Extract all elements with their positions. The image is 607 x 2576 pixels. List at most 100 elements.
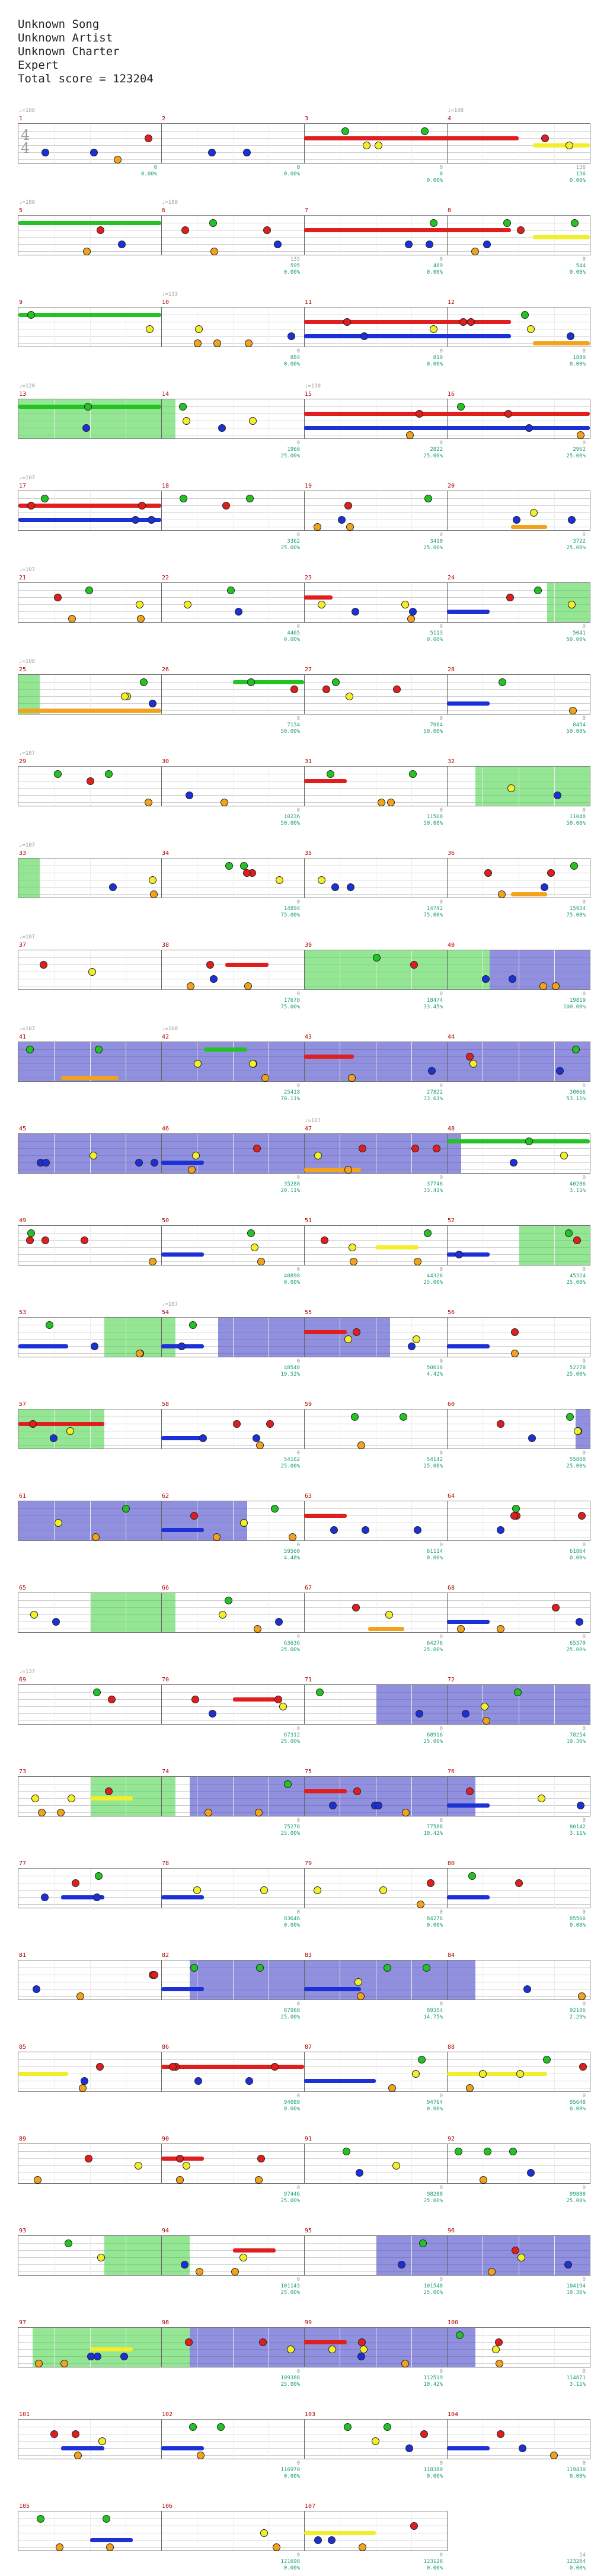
multiplier-percent: 0.00% (426, 361, 443, 367)
note-blue (541, 883, 548, 891)
beat-line (232, 124, 234, 163)
note-green (570, 862, 579, 870)
note-red (257, 2155, 266, 2162)
measure-number: 87 (305, 2044, 312, 2050)
multiplier-percent: 0.00% (569, 361, 586, 367)
note-green (140, 678, 148, 686)
note-red (39, 961, 47, 969)
note-orange (344, 1166, 352, 1174)
note-yellow (194, 325, 203, 333)
note-red (577, 1512, 586, 1520)
multiplier-percent: 75.00% (423, 912, 443, 918)
note-orange (539, 982, 548, 990)
note-count: 0 (439, 1359, 443, 1364)
note-green (571, 1046, 580, 1053)
note-green (45, 1321, 53, 1329)
measure-number: 52 (448, 1217, 455, 1224)
note-count: 0 (582, 2185, 586, 2191)
beat-line (232, 2328, 234, 2367)
note-green (509, 2148, 517, 2155)
multiplier-percent: 25.00% (423, 453, 443, 459)
measure-number: 29 (19, 758, 27, 765)
beat-line (411, 1501, 412, 1540)
multiplier-percent: 2.29% (569, 2014, 586, 2020)
beat-line (232, 1777, 234, 1816)
note-yellow (479, 2070, 487, 2078)
note-red (410, 2522, 418, 2530)
note-green (36, 2515, 44, 2523)
note-orange (253, 1625, 261, 1633)
measure-number: 54 (162, 1309, 170, 1316)
bar-line (447, 1685, 448, 1724)
note-orange (79, 2084, 87, 2092)
note-red (243, 869, 251, 877)
measure-number: 105 (19, 2503, 30, 2510)
note-count: 0 (296, 1634, 300, 1640)
note-orange (74, 2452, 82, 2459)
bar-line (304, 1869, 305, 1908)
note-red (81, 1236, 89, 1244)
note-orange (135, 1350, 143, 1357)
sustain-orange (511, 892, 547, 896)
beat-line (54, 2328, 55, 2367)
note-yellow (385, 1611, 394, 1619)
note-count: 0 (296, 1175, 300, 1181)
note-orange (497, 890, 506, 898)
note-blue (554, 792, 562, 799)
note-orange (255, 1809, 263, 1816)
beat-line (411, 583, 412, 622)
note-count: 0 (439, 2185, 443, 2191)
bar-line (161, 1134, 162, 1173)
multiplier-percent: 33.41% (423, 1188, 443, 1194)
bar-line (161, 307, 162, 347)
note-yellow (392, 2162, 400, 2170)
bar-line (304, 1042, 305, 1081)
cumulative-score: 27822 (426, 1090, 443, 1095)
beat-line (54, 1869, 55, 1908)
note-orange (550, 2452, 558, 2459)
measure-number: 89 (19, 2136, 27, 2142)
bar-line (304, 2328, 305, 2367)
note-green (417, 2056, 426, 2064)
note-green (430, 219, 438, 227)
note-orange (149, 890, 158, 898)
note-blue (375, 1802, 383, 1809)
note-count: 0 (296, 2369, 300, 2375)
sustain-orange (61, 1076, 119, 1080)
bar-line (447, 675, 448, 714)
multiplier-percent: 0.00% (283, 361, 300, 367)
note-green (239, 862, 248, 870)
measure-number: 7 (305, 207, 309, 214)
multiplier-percent: 25.00% (423, 1647, 443, 1653)
cumulative-score: 5041 (573, 630, 586, 636)
note-orange (213, 339, 222, 347)
note-yellow (573, 1427, 582, 1435)
note-green (209, 219, 218, 227)
note-orange (576, 431, 584, 439)
note-green (372, 954, 381, 962)
note-count: 0 (296, 440, 300, 446)
cumulative-score: 59560 (283, 1549, 300, 1555)
note-count: 0 (439, 532, 443, 538)
note-green (247, 1229, 255, 1237)
note-yellow (149, 876, 157, 884)
note-red (506, 594, 514, 601)
multiplier-percent: 25.00% (280, 2198, 300, 2204)
bar-line (304, 675, 305, 714)
measure-number: 64 (448, 1493, 455, 1500)
measure-row (18, 2511, 448, 2551)
note-count: 0 (296, 716, 300, 722)
note-blue (194, 2077, 202, 2085)
note-orange (113, 156, 122, 164)
total-score: Total score = 123204 (18, 72, 154, 85)
note-blue (185, 792, 193, 799)
measure-row (18, 1776, 590, 1816)
measure-number: 8 (448, 207, 452, 214)
measure-number: 84 (448, 1952, 455, 1959)
note-blue (338, 516, 346, 524)
